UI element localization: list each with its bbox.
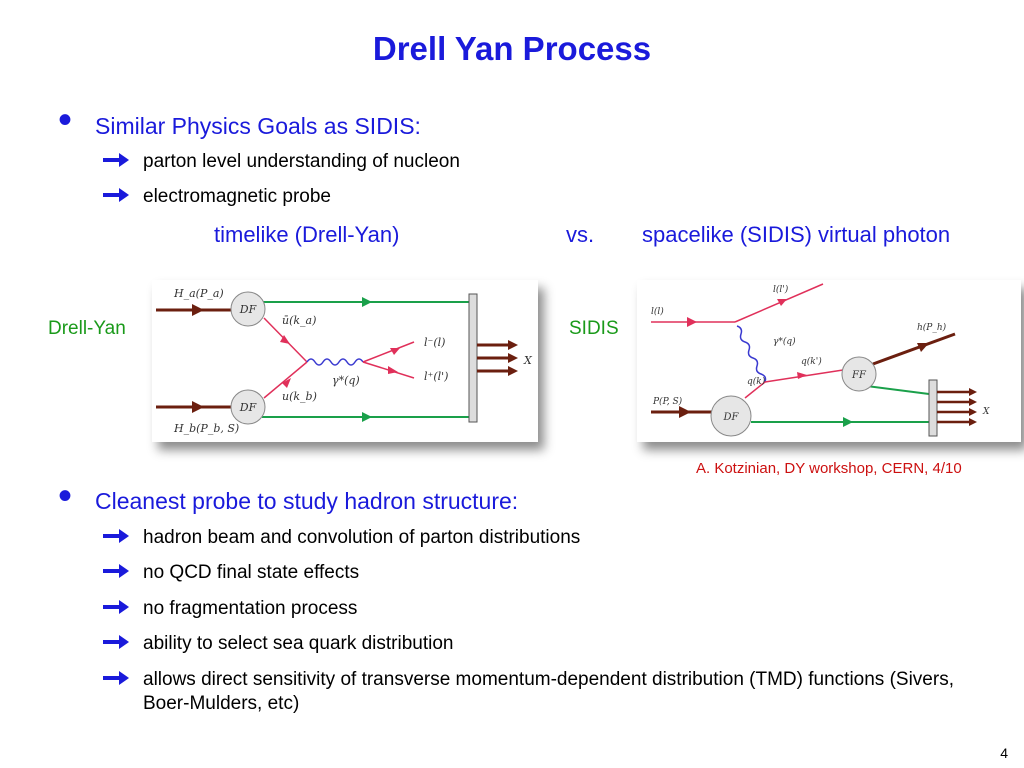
- drell-yan-label: Drell-Yan: [48, 318, 126, 339]
- svg-text:DF: DF: [239, 401, 257, 414]
- section2-item: no fragmentation process: [143, 598, 358, 619]
- section1-item: parton level understanding of nucleon: [143, 151, 460, 172]
- timelike-label: timelike (Drell-Yan): [214, 222, 400, 247]
- df-blob: [230, 291, 266, 327]
- right-arrow-icon: [103, 529, 129, 543]
- svg-text:P(P, S): P(P, S): [652, 396, 683, 407]
- virtual-photon: [736, 325, 767, 383]
- df-blob: [710, 395, 752, 437]
- section1-item: electromagnetic probe: [143, 186, 331, 207]
- svg-text:γ*(q): γ*(q): [773, 336, 796, 347]
- slide-title: Drell Yan Process: [372, 30, 652, 67]
- section2-heading: Cleanest probe to study hadron structure…: [95, 488, 519, 514]
- svg-text:DF: DF: [239, 303, 257, 316]
- svg-text:H_a(P_a): H_a(P_a): [173, 287, 224, 300]
- section1-heading: Similar Physics Goals as SIDIS:: [95, 113, 421, 139]
- right-arrow-icon: [103, 564, 129, 578]
- svg-text:q(k'): q(k'): [801, 356, 822, 367]
- sidis-diagram: FF DF l(l) l(l') γ*(q) h(P_h) q(k') q(k)…: [637, 280, 1021, 442]
- right-arrow-icon: [103, 600, 129, 614]
- drell-yan-diagram: DF DF H_a(P_a) H_b(P_b, S) ū(k_a) u(k_b)…: [152, 280, 538, 442]
- page-number: 4: [1000, 745, 1008, 761]
- svg-text:X: X: [523, 354, 533, 367]
- svg-text:u(k_b): u(k_b): [282, 390, 317, 403]
- x-final-state-box: [468, 293, 478, 423]
- figure-credit: A. Kotzinian, DY workshop, CERN, 4/10: [696, 460, 962, 477]
- virtual-photon: [306, 358, 364, 366]
- right-arrow-icon: [103, 188, 129, 202]
- sidis-label: SIDIS: [569, 318, 619, 339]
- svg-text:l(l'): l(l'): [773, 284, 789, 295]
- svg-text:l⁺(l'): l⁺(l'): [424, 370, 448, 383]
- svg-text:FF: FF: [851, 370, 867, 381]
- right-arrow-icon: [103, 671, 129, 685]
- svg-text:l(l): l(l): [651, 306, 664, 317]
- df-blob: [230, 389, 266, 425]
- ff-blob: [841, 356, 877, 392]
- vs-label: vs.: [566, 222, 595, 247]
- spacelike-label: spacelike (SIDIS) virtual photon: [642, 222, 951, 247]
- section2-item: allows direct sensitivity of transverse …: [143, 669, 954, 714]
- section2-item: ability to select sea quark distribution: [143, 633, 454, 654]
- svg-text:l⁻(l): l⁻(l): [424, 336, 445, 349]
- section2-item: no QCD final state effects: [143, 562, 360, 583]
- right-arrow-icon: [103, 635, 129, 649]
- svg-text:ū(k_a): ū(k_a): [282, 314, 316, 327]
- svg-text:γ*(q): γ*(q): [332, 374, 360, 387]
- x-final-state-box: [928, 379, 938, 437]
- svg-text:H_b(P_b, S): H_b(P_b, S): [173, 422, 239, 435]
- bullet-dot: •: [58, 98, 73, 142]
- right-arrow-icon: [103, 153, 129, 167]
- svg-text:h(P_h): h(P_h): [917, 322, 947, 333]
- svg-text:X: X: [982, 407, 990, 417]
- bullet-dot: •: [58, 474, 73, 518]
- svg-text:q(k): q(k): [747, 376, 766, 387]
- section2-item: hadron beam and convolution of parton di…: [143, 527, 581, 548]
- svg-text:DF: DF: [723, 412, 740, 423]
